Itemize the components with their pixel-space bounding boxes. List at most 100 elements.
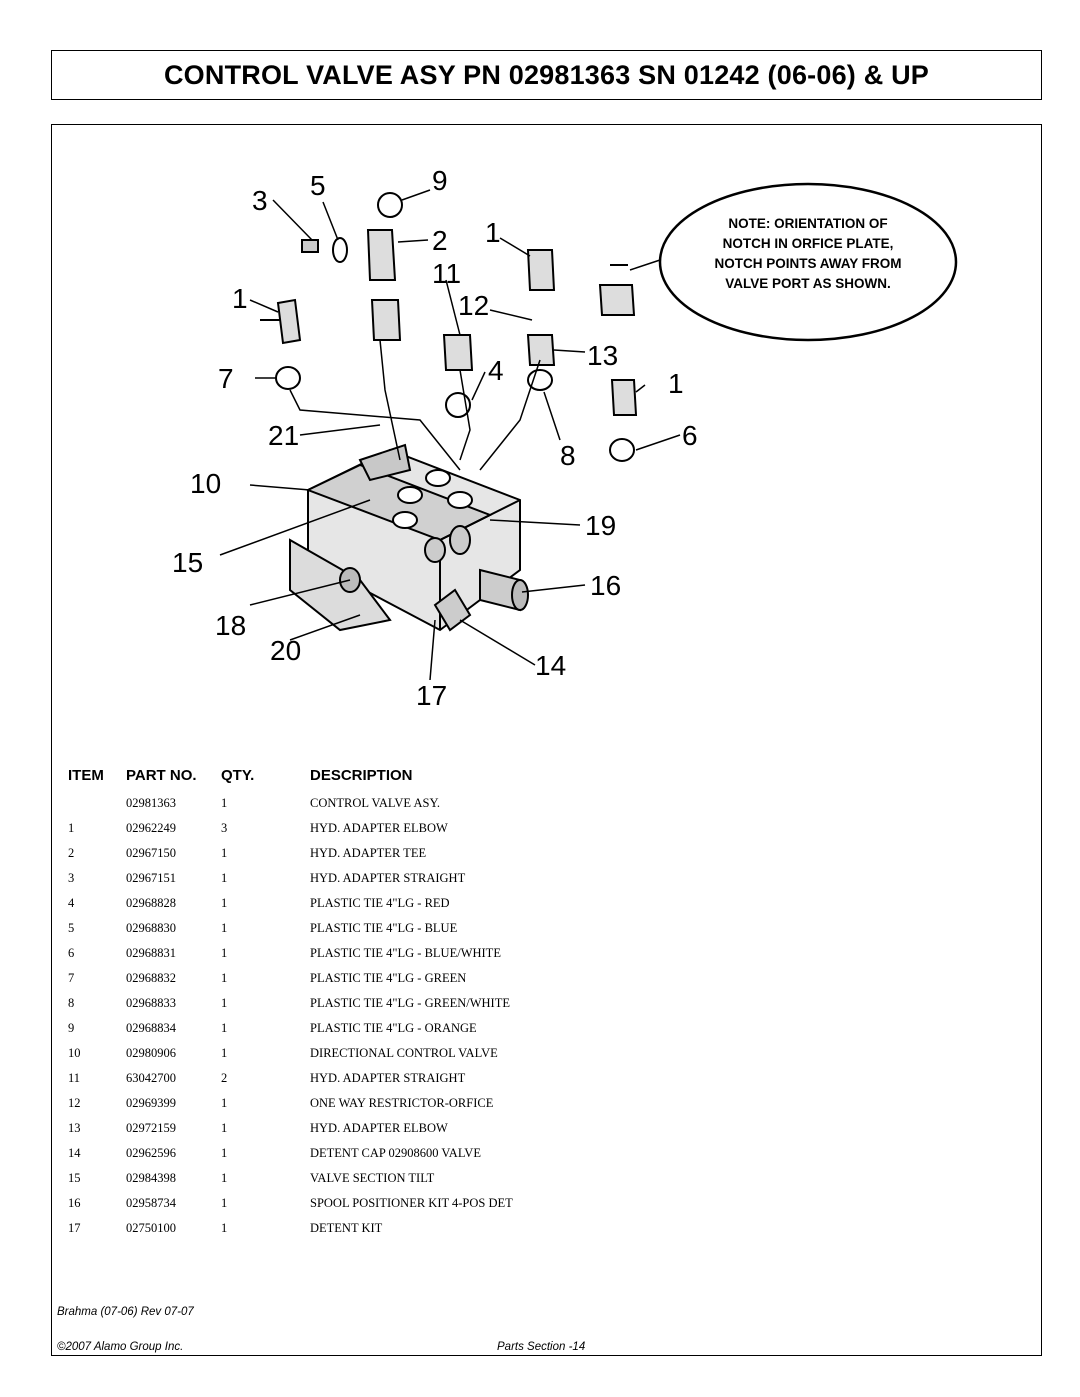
quantity: 1 (221, 1146, 228, 1160)
note-line: NOTE: ORIENTATION OF (728, 216, 887, 231)
part-number: 02981363 (126, 796, 176, 810)
item-number: 8 (68, 996, 75, 1010)
item-number: 7 (68, 971, 75, 985)
table-row: 12 02969399 1 ONE WAY RESTRICTOR-ORFICE (0, 1096, 1080, 1121)
table-row: 13 02972159 1 HYD. ADAPTER ELBOW (0, 1121, 1080, 1146)
page-title: CONTROL VALVE ASY PN 02981363 SN 01242 (… (163, 59, 929, 90)
column-header-part-no: PART NO. (126, 767, 197, 784)
description: VALVE SECTION TILT (310, 1171, 435, 1185)
callout-label: 1 (668, 368, 684, 399)
item-number: 16 (68, 1196, 81, 1210)
revision-label: Brahma (07-06) Rev 07-07 (57, 1306, 194, 1318)
item-number: 3 (68, 871, 75, 885)
description: PLASTIC TIE 4"LG - GREEN (310, 971, 467, 985)
part-number: 02962249 (126, 821, 176, 835)
part-number: 02967151 (126, 871, 176, 885)
part-number: 02962596 (126, 1146, 176, 1160)
column-header-item: ITEM (68, 767, 104, 784)
part-number: 02968830 (126, 921, 176, 935)
part-number: 02969399 (126, 1096, 176, 1110)
item-number: 12 (68, 1096, 81, 1110)
callout-label: 13 (587, 340, 618, 371)
callout-label: 17 (416, 680, 447, 711)
table-row: 2 02967150 1 HYD. ADAPTER TEE (0, 846, 1080, 871)
note-line: NOTCH IN ORFICE PLATE, (723, 236, 894, 251)
quantity: 1 (221, 846, 228, 860)
callout-label: 7 (218, 363, 234, 394)
callout-label: 8 (560, 440, 576, 471)
description: HYD. ADAPTER ELBOW (310, 821, 448, 835)
callout-label: 14 (535, 650, 566, 681)
table-row: 6 02968831 1 PLASTIC TIE 4"LG - BLUE/WHI… (0, 946, 1080, 971)
table-row: 7 02968832 1 PLASTIC TIE 4"LG - GREEN (0, 971, 1080, 996)
content-frame (51, 124, 1042, 1356)
page-section-label: Parts Section -14 (497, 1341, 586, 1353)
description: PLASTIC TIE 4"LG - ORANGE (310, 1021, 477, 1035)
quantity: 1 (221, 996, 228, 1010)
title-box: CONTROL VALVE ASY PN 02981363 SN 01242 (… (51, 50, 1042, 100)
quantity: 1 (221, 796, 228, 810)
table-row: 8 02968833 1 PLASTIC TIE 4"LG - GREEN/WH… (0, 996, 1080, 1021)
exploded-parts-diagram: 3 5 9 2 1 11 12 1 7 13 4 1 21 8 6 10 19 … (172, 165, 958, 711)
part-number: 02968834 (126, 1021, 176, 1035)
callout-label: 12 (458, 290, 489, 321)
callout-label: 19 (585, 510, 616, 541)
item-number: 10 (68, 1046, 81, 1060)
callout-label: 18 (215, 610, 246, 641)
copyright-notice: ©2007 Alamo Group Inc. (57, 1341, 184, 1353)
description: HYD. ADAPTER ELBOW (310, 1121, 448, 1135)
quantity: 1 (221, 1021, 228, 1035)
part-number: 02984398 (126, 1171, 176, 1185)
description: PLASTIC TIE 4"LG - RED (310, 896, 450, 910)
callout-label: 2 (432, 225, 448, 256)
callout-label: 5 (310, 170, 326, 201)
item-number: 15 (68, 1171, 81, 1185)
callout-label: 16 (590, 570, 621, 601)
table-row: 02981363 1 CONTROL VALVE ASY. (0, 796, 1080, 821)
part-number: 02980906 (126, 1046, 176, 1060)
quantity: 2 (221, 1071, 228, 1085)
quantity: 1 (221, 1171, 228, 1185)
table-row: 10 02980906 1 DIRECTIONAL CONTROL VALVE (0, 1046, 1080, 1071)
description: HYD. ADAPTER STRAIGHT (310, 871, 466, 885)
table-row: 11 63042700 2 HYD. ADAPTER STRAIGHT (0, 1071, 1080, 1096)
part-number: 63042700 (126, 1071, 176, 1085)
callout-label: 20 (270, 635, 301, 666)
quantity: 1 (221, 921, 228, 935)
part-number: 02968828 (126, 896, 176, 910)
description: SPOOL POSITIONER KIT 4-POS DET (310, 1196, 513, 1210)
callout-label: 3 (252, 185, 268, 216)
table-row: 9 02968834 1 PLASTIC TIE 4"LG - ORANGE (0, 1021, 1080, 1046)
note-line: VALVE PORT AS SHOWN. (725, 276, 891, 291)
quantity: 1 (221, 1121, 228, 1135)
callout-label: 10 (190, 468, 221, 499)
table-row: 14 02962596 1 DETENT CAP 02908600 VALVE (0, 1146, 1080, 1171)
table-row: 4 02968828 1 PLASTIC TIE 4"LG - RED (0, 896, 1080, 921)
callout-label: 11 (432, 258, 461, 289)
description: PLASTIC TIE 4"LG - GREEN/WHITE (310, 996, 510, 1010)
description: ONE WAY RESTRICTOR-ORFICE (310, 1096, 494, 1110)
quantity: 1 (221, 896, 228, 910)
part-number: 02967150 (126, 846, 176, 860)
part-number: 02968833 (126, 996, 176, 1010)
table-row: 3 02967151 1 HYD. ADAPTER STRAIGHT (0, 871, 1080, 896)
part-number: 02958734 (126, 1196, 176, 1210)
part-number: 02968832 (126, 971, 176, 985)
item-number: 17 (68, 1221, 81, 1235)
item-number: 4 (68, 896, 75, 910)
table-row: 16 02958734 1 SPOOL POSITIONER KIT 4-POS… (0, 1196, 1080, 1221)
quantity: 1 (221, 946, 228, 960)
part-number: 02750100 (126, 1221, 176, 1235)
description: DETENT CAP 02908600 VALVE (310, 1146, 481, 1160)
item-number: 13 (68, 1121, 81, 1135)
description: HYD. ADAPTER STRAIGHT (310, 1071, 466, 1085)
description: HYD. ADAPTER TEE (310, 846, 427, 860)
item-number: 6 (68, 946, 75, 960)
quantity: 1 (221, 1221, 228, 1235)
table-row: 5 02968830 1 PLASTIC TIE 4"LG - BLUE (0, 921, 1080, 946)
description: PLASTIC TIE 4"LG - BLUE/WHITE (310, 946, 501, 960)
item-number: 14 (68, 1146, 81, 1160)
callout-label: 1 (485, 217, 501, 248)
item-number: 9 (68, 1021, 75, 1035)
part-number: 02968831 (126, 946, 176, 960)
